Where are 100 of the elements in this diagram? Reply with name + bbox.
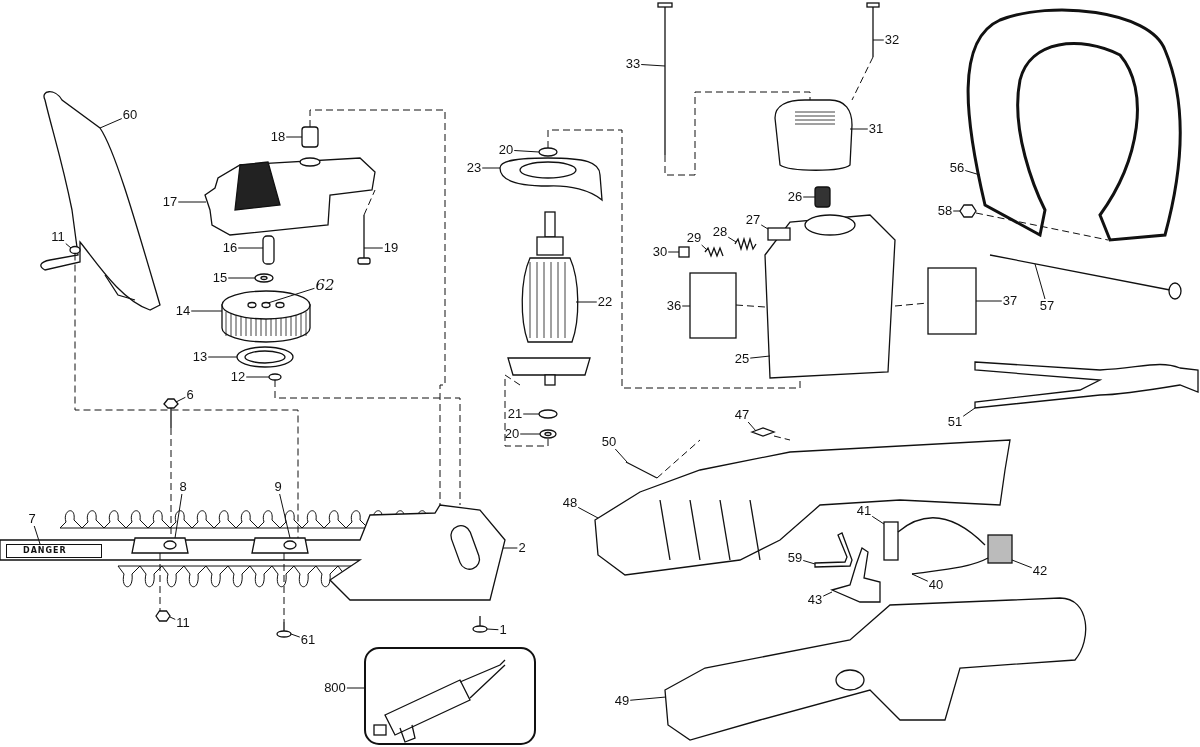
trigger-drawing: [830, 547, 881, 603]
callout-number: 56: [948, 161, 966, 175]
callout-number: 23: [465, 161, 483, 175]
spring-drawing: [704, 246, 724, 258]
leader-line: [701, 244, 707, 250]
callout-number: 21: [506, 407, 524, 421]
assembly-line: [74, 253, 299, 539]
callout-number: 58: [936, 204, 954, 218]
callout-number: 51: [946, 415, 964, 429]
callout-number: 33: [624, 57, 642, 71]
callout-number: 50: [600, 435, 618, 449]
leader-line: [169, 616, 176, 620]
brush-holder-drawing: [767, 227, 791, 241]
callout-number: 31: [867, 122, 885, 136]
grease-gun-drawing: [364, 647, 536, 745]
callout-number: 15: [211, 271, 229, 285]
callout-number: 12: [229, 370, 247, 384]
callout-number: 59: [786, 551, 804, 565]
assembly-line: [664, 91, 811, 176]
screw-drawing: [472, 615, 488, 633]
callout-number: 29: [685, 231, 703, 245]
leader-line: [749, 355, 771, 359]
assembly-line: [975, 212, 1109, 241]
callout-number: 18: [269, 130, 287, 144]
gear-drawing: [221, 290, 311, 343]
callout-number: 20: [497, 143, 515, 157]
assembly-line: [735, 304, 766, 308]
callout-number: 7: [27, 512, 37, 526]
leader-line: [802, 196, 816, 198]
screw-drawing: [866, 2, 880, 58]
assembly-line: [283, 552, 285, 623]
callout-number: 14: [174, 304, 192, 318]
leader-line: [481, 167, 501, 169]
leader-line: [279, 493, 291, 539]
washer-drawing: [254, 273, 274, 283]
callout-number: 48: [561, 496, 579, 510]
callout-number: 800: [323, 681, 347, 695]
assembly-line: [656, 439, 701, 479]
callout-number: 22: [596, 295, 614, 309]
leader-line: [727, 236, 737, 243]
callout-number: 17: [161, 195, 179, 209]
callout-number: 47: [733, 408, 751, 422]
leader-line: [575, 301, 598, 303]
nut-drawing: [155, 610, 171, 622]
callout-number: 9: [273, 480, 283, 494]
washer-drawing: [538, 147, 558, 157]
washer-drawing: [236, 346, 294, 368]
assembly-line: [504, 374, 549, 447]
leader-line: [747, 421, 757, 432]
handle-drawing: [966, 8, 1182, 242]
leader-line: [802, 559, 816, 565]
label-sheet-drawing: [927, 267, 977, 335]
leader-line: [346, 687, 366, 689]
nut-drawing: [959, 204, 977, 218]
spring-drawing: [734, 236, 757, 252]
leader-line: [522, 413, 540, 415]
motor-cap-drawing: [774, 99, 853, 171]
leader-line: [363, 247, 384, 249]
leader-line: [174, 493, 183, 539]
leader-line: [227, 277, 256, 279]
pin-holes-drawing: [247, 301, 285, 309]
leader-line: [486, 628, 499, 631]
leader-line: [190, 310, 223, 312]
callout-number: 41: [855, 504, 873, 518]
leader-line: [285, 136, 303, 138]
washer-drawing: [268, 373, 282, 381]
callout-number: 32: [883, 33, 901, 47]
leader-line: [237, 247, 264, 249]
leader-line: [849, 128, 869, 130]
callout-number: 60: [121, 108, 139, 122]
insert-drawing: [750, 427, 776, 437]
plate-drawing: [499, 157, 603, 201]
callout-number: 27: [744, 213, 762, 227]
leader-line: [513, 150, 540, 153]
screw-drawing: [357, 214, 371, 265]
cord-drawing: [897, 517, 989, 575]
leader-line: [760, 224, 769, 230]
leader-line: [177, 201, 207, 203]
blade-guard-drawing: [40, 91, 161, 311]
gear-case-drawing: [204, 157, 376, 236]
callout-number: 61: [299, 633, 317, 647]
housing-half-drawing: [664, 597, 1087, 741]
callout-number: 62: [314, 278, 336, 292]
plug-drawing: [987, 534, 1013, 564]
label-sheet-drawing: [689, 272, 737, 339]
callout-number: 57: [1038, 299, 1056, 313]
assembly-line: [309, 109, 446, 506]
leader-line: [822, 591, 833, 597]
assembly-line: [363, 189, 376, 216]
leader-line: [952, 210, 961, 212]
leader-line: [614, 448, 628, 463]
callout-number: 28: [711, 225, 729, 239]
screw-drawing: [657, 2, 673, 156]
callout-number: 26: [786, 190, 804, 204]
pin-drawing: [262, 235, 275, 265]
bracket-drawing: [814, 532, 853, 568]
nut-drawing: [69, 245, 81, 255]
washer-drawing: [539, 429, 557, 439]
leader-line: [65, 243, 72, 249]
callout-number: 49: [613, 694, 631, 708]
